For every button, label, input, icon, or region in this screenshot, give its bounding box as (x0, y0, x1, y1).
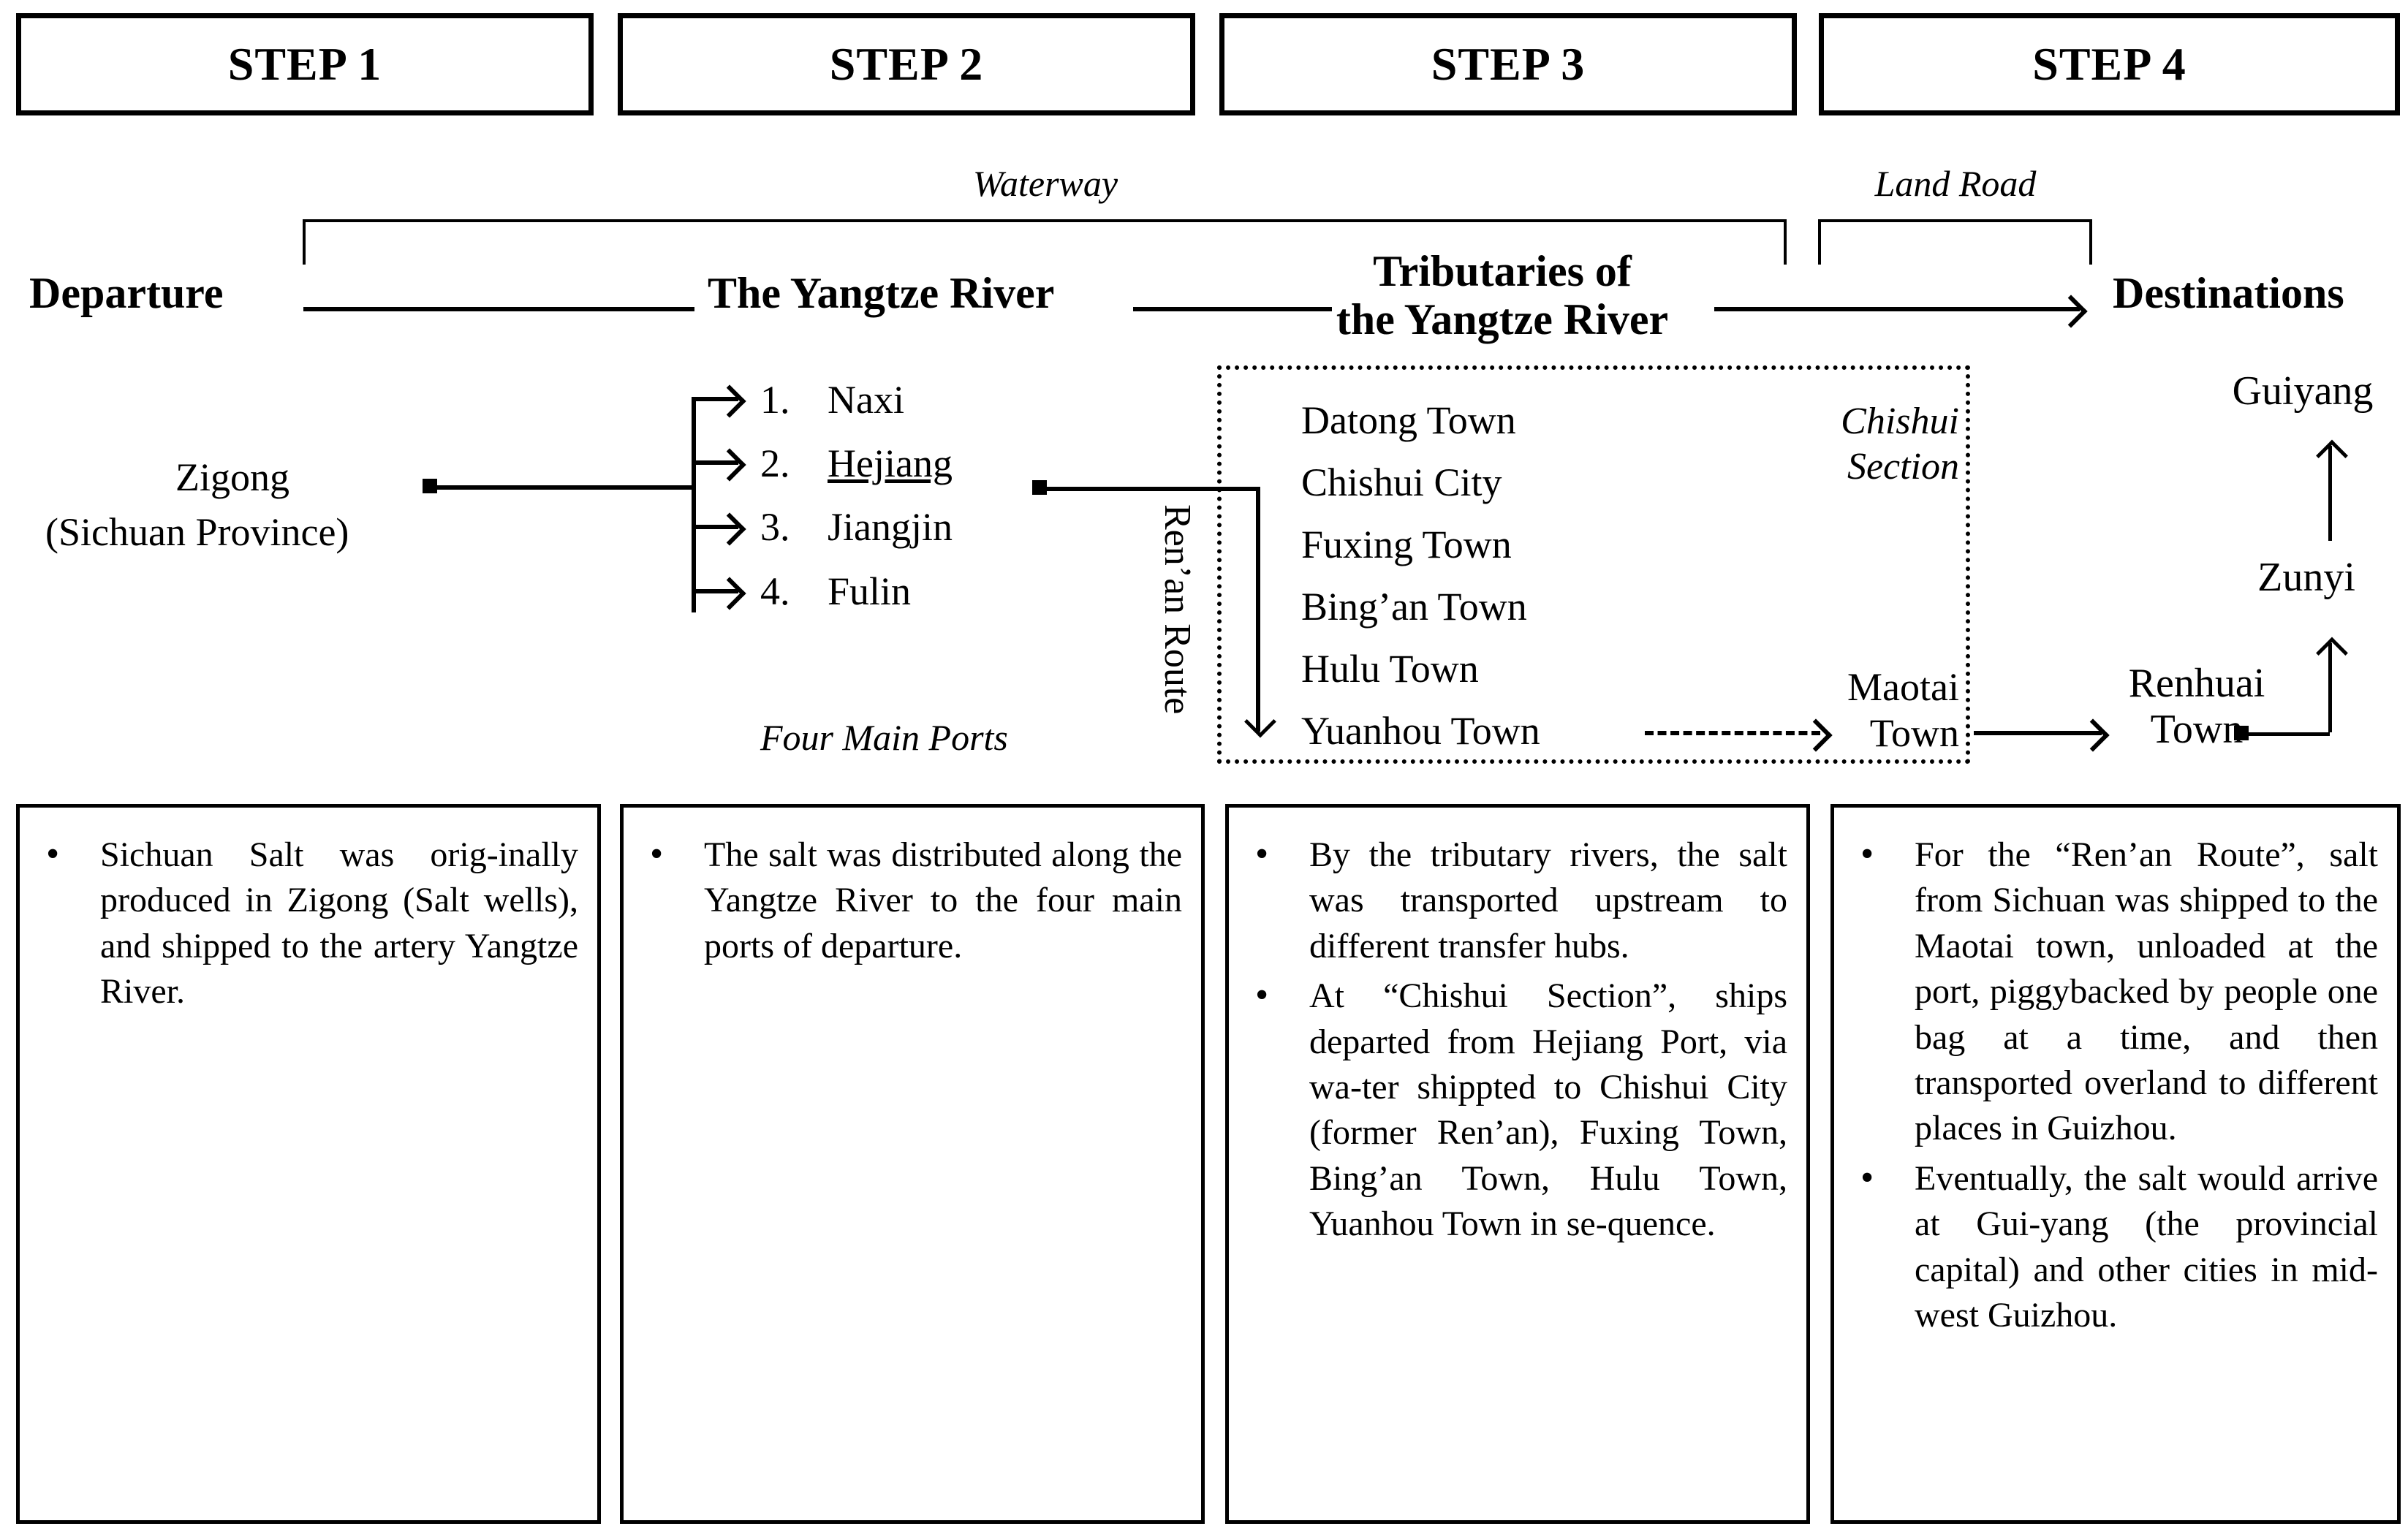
note-list-2: The salt was distributed along the Yangt… (637, 830, 1182, 969)
port-branch-2 (692, 460, 738, 465)
step-box-2: STEP 2 (618, 13, 1195, 115)
yuanhou-to-maotai-arrow (1645, 731, 1820, 735)
step-label-1: STEP 1 (227, 38, 382, 90)
renhuai-to-zunyi-arrow (2328, 643, 2332, 732)
land-road-label: Land Road (1874, 163, 2037, 204)
connector-tributaries-destinations-arrow (1714, 307, 2080, 311)
step-box-1: STEP 1 (16, 13, 594, 115)
port-number-3: 3. (760, 505, 790, 549)
port-branch-1 (692, 397, 738, 401)
waterway-label: Waterway (972, 163, 1118, 204)
note-list-1: Sichuan Salt was orig-inally produced in… (33, 830, 578, 1015)
port-number-2: 2. (760, 441, 790, 485)
port-branch-3 (692, 525, 738, 529)
step-label-4: STEP 4 (2032, 38, 2186, 90)
port-branch-4 (692, 589, 738, 593)
note-box-4: For the “Ren’an Route”, salt from Sichua… (1830, 804, 2401, 1524)
note-box-3: By the tributary rivers, the salt was tr… (1225, 804, 1810, 1524)
port-name-4: Fulin (828, 569, 912, 613)
renan-route-label: Ren’an Route (1156, 504, 1198, 715)
port-item-3: 3. Jiangjin (760, 507, 953, 547)
waterway-bracket (303, 219, 1787, 265)
guiyang-label: Guiyang (2232, 368, 2374, 414)
maotai-to-renhuai-arrow (1974, 731, 2102, 735)
renhuai-to-zunyi-horizontal (2246, 732, 2330, 736)
port-item-4: 4. Fulin (760, 572, 911, 611)
port-name-1: Naxi (828, 378, 904, 422)
chishui-town-6: Yuanhou Town (1301, 709, 1540, 753)
note-box-1: Sichuan Salt was orig-inally produced in… (16, 804, 601, 1524)
step-box-3: STEP 3 (1219, 13, 1797, 115)
chishui-section-tag-line1: Chishui (1841, 401, 1959, 442)
renhuai-line2: Town (2150, 707, 2244, 752)
chishui-town-3: Fuxing Town (1301, 523, 1512, 566)
port-number-1: 1. (760, 378, 790, 422)
origin-line1: Zigong (175, 455, 289, 499)
note-list-3: By the tributary rivers, the salt was tr… (1242, 830, 1787, 1248)
ports-fan-trunk (692, 397, 696, 612)
stage-departure: Departure (29, 269, 224, 317)
chishui-town-4: Bing’an Town (1301, 585, 1527, 629)
port-item-2: 2. Hejiang (760, 444, 953, 483)
renhuai-line1: Renhuai (2128, 661, 2265, 706)
step-label-2: STEP 2 (829, 38, 984, 90)
step-label-3: STEP 3 (1431, 38, 1586, 90)
note-bullet: For the “Ren’an Route”, salt from Sichua… (1847, 830, 2378, 1152)
maotai-line1: Maotai (1847, 665, 1959, 709)
note-bullet: By the tributary rivers, the salt was tr… (1242, 830, 1787, 969)
step-box-4: STEP 4 (1819, 13, 2400, 115)
note-bullet: The salt was distributed along the Yangt… (637, 830, 1182, 969)
zigong-to-ports-line (434, 485, 693, 490)
chishui-town-1: Datong Town (1301, 398, 1516, 442)
maotai-line2: Town (1869, 711, 1959, 755)
renan-route-descend (1256, 487, 1260, 732)
note-bullet: At “Chishui Section”, ships departed fro… (1242, 971, 1787, 1247)
four-main-ports-caption: Four Main Ports (760, 717, 1008, 758)
zunyi-label: Zunyi (2257, 555, 2355, 600)
chishui-section-box (1217, 365, 1970, 764)
stage-tributaries-line1: Tributaries of (1373, 247, 1632, 295)
note-bullet: Sichuan Salt was orig-inally produced in… (33, 830, 578, 1015)
hejiang-node (1032, 480, 1047, 495)
connector-departure-yangtze (303, 307, 694, 311)
land-road-bracket (1818, 219, 2092, 265)
connector-yangtze-tributaries (1133, 307, 1332, 311)
chishui-town-2: Chishui City (1301, 460, 1502, 504)
stage-yangtze: The Yangtze River (708, 269, 1055, 317)
stage-destinations: Destinations (2113, 269, 2344, 317)
chishui-section-tag-line2: Section (1847, 446, 1959, 487)
stage-tributaries-line2: the Yangtze River (1336, 295, 1669, 344)
zigong-node (423, 479, 437, 493)
port-item-1: 1. Naxi (760, 380, 904, 420)
renhuai-node (2234, 726, 2249, 740)
port-name-2: Hejiang (828, 441, 953, 485)
zunyi-to-guiyang-arrow (2328, 446, 2332, 541)
port-name-3: Jiangjin (828, 505, 953, 549)
origin-line2: (Sichuan Province) (45, 510, 349, 554)
hejiang-to-renan-line (1044, 487, 1260, 491)
note-box-2: The salt was distributed along the Yangt… (620, 804, 1205, 1524)
chishui-town-5: Hulu Town (1301, 647, 1479, 691)
port-number-4: 4. (760, 569, 790, 613)
note-list-4: For the “Ren’an Route”, salt from Sichua… (1847, 830, 2378, 1339)
note-bullet: Eventually, the salt would arrive at Gui… (1847, 1153, 2378, 1339)
